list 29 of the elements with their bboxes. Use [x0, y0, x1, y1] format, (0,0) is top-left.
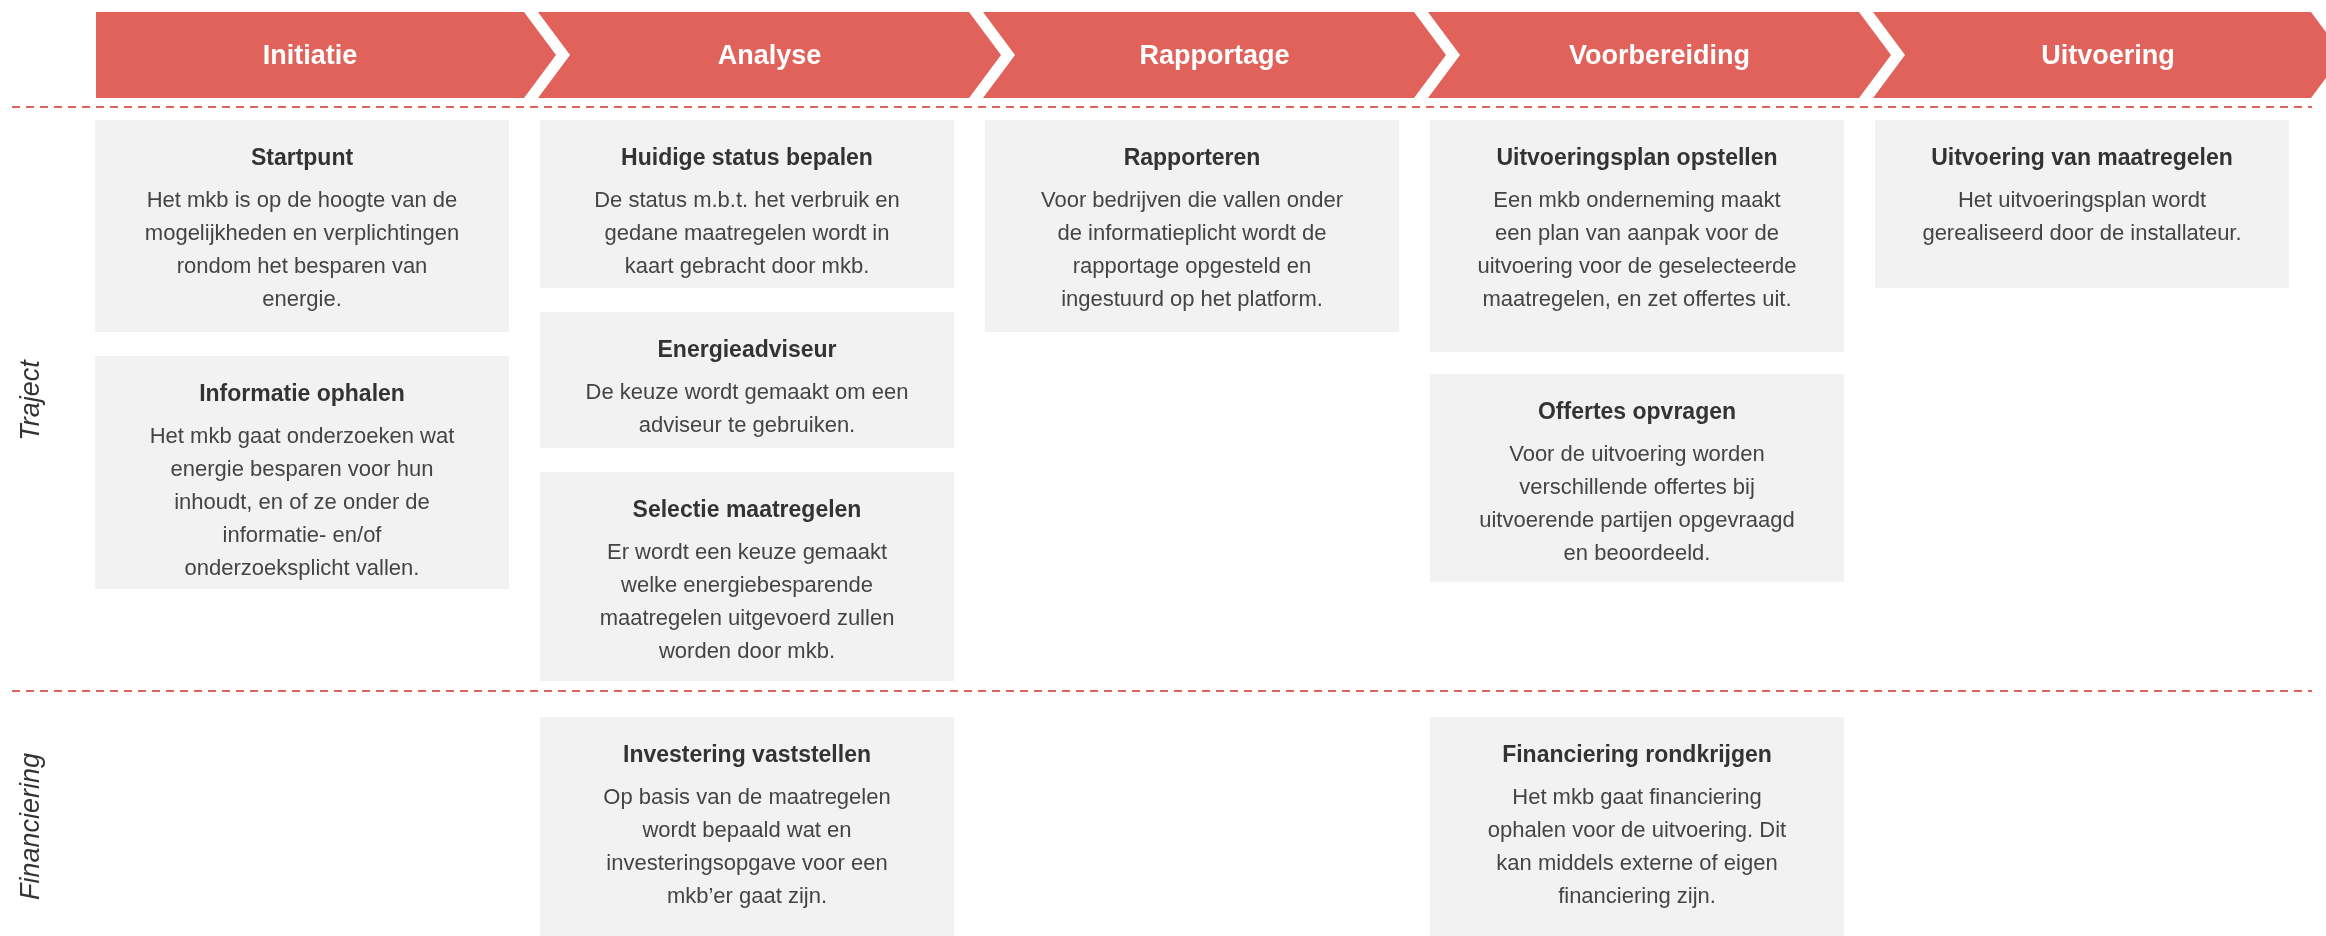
card-heading: Offertes opvragen — [1536, 398, 1738, 425]
card-description: De keuze wordt gemaakt om een adviseur te gebruiken. — [584, 378, 910, 439]
card-description: Het uitvoeringsplan wordt gerealiseerd door de installateur. — [1921, 186, 2243, 247]
card-description: Er wordt een keuze gemaakt welke energiebesparende maatregelen uitgevoerd zullen worden door mkb. — [598, 538, 896, 665]
card-description: Voor bedrijven die vallen onder de informatieplicht wordt de rapportage opgesteld en ingestuurd op het platform. — [1039, 186, 1345, 313]
phase-label: Rapportage — [1138, 39, 1291, 71]
phase-label: Voorbereiding — [1568, 39, 1751, 71]
card-description: Het mkb gaat onderzoeken wat energie besparen voor hun inhoudt, en of ze onder de informatie- en/of onderzoeksplicht vallen. — [148, 422, 456, 582]
card-heading: Energieadviseur — [656, 336, 838, 363]
card-description: Het mkb gaat financiering ophalen voor de uitvoering. Dit kan middels externe of eigen financiering zijn. — [1486, 783, 1788, 910]
card-description: Het mkb is op de hoogte van de mogelijkheden en verplichtingen rondom het besparen van energie. — [143, 186, 461, 313]
phase-label: Uitvoering — [2040, 39, 2176, 71]
row-label: Financiering — [14, 752, 46, 900]
card-description: Voor de uitvoering worden verschillende offertes bij uitvoerende partijen opgevraagd en beoordeeld. — [1478, 440, 1796, 567]
card-heading: Informatie ophalen — [198, 380, 406, 407]
card-heading: Huidige status bepalen — [620, 144, 874, 171]
card-description: Op basis van de maatregelen wordt bepaald wat en investeringsopgave voor een mkb’er gaat zijn. — [602, 783, 892, 910]
phase-label: Analyse — [716, 39, 823, 71]
row-label: Traject — [14, 359, 46, 441]
card-heading: Selectie maatregelen — [631, 496, 863, 523]
phase-label: Initiatie — [261, 39, 359, 71]
card-heading: Uitvoeringsplan opstellen — [1495, 144, 1779, 171]
card-description: Een mkb onderneming maakt een plan van aanpak voor de uitvoering voor de geselecteerde maatregelen, en zet offertes uit. — [1476, 186, 1798, 313]
card-heading: Investering vaststellen — [622, 741, 872, 768]
card-heading: Financiering rondkrijgen — [1501, 741, 1773, 768]
card-heading: Rapporteren — [1122, 144, 1262, 171]
card-heading: Startpunt — [249, 144, 355, 171]
card-heading: Uitvoering van maatregelen — [1930, 144, 2234, 171]
card-description: De status m.b.t. het verbruik en gedane maatregelen wordt in kaart gebracht door mkb. — [593, 186, 901, 280]
